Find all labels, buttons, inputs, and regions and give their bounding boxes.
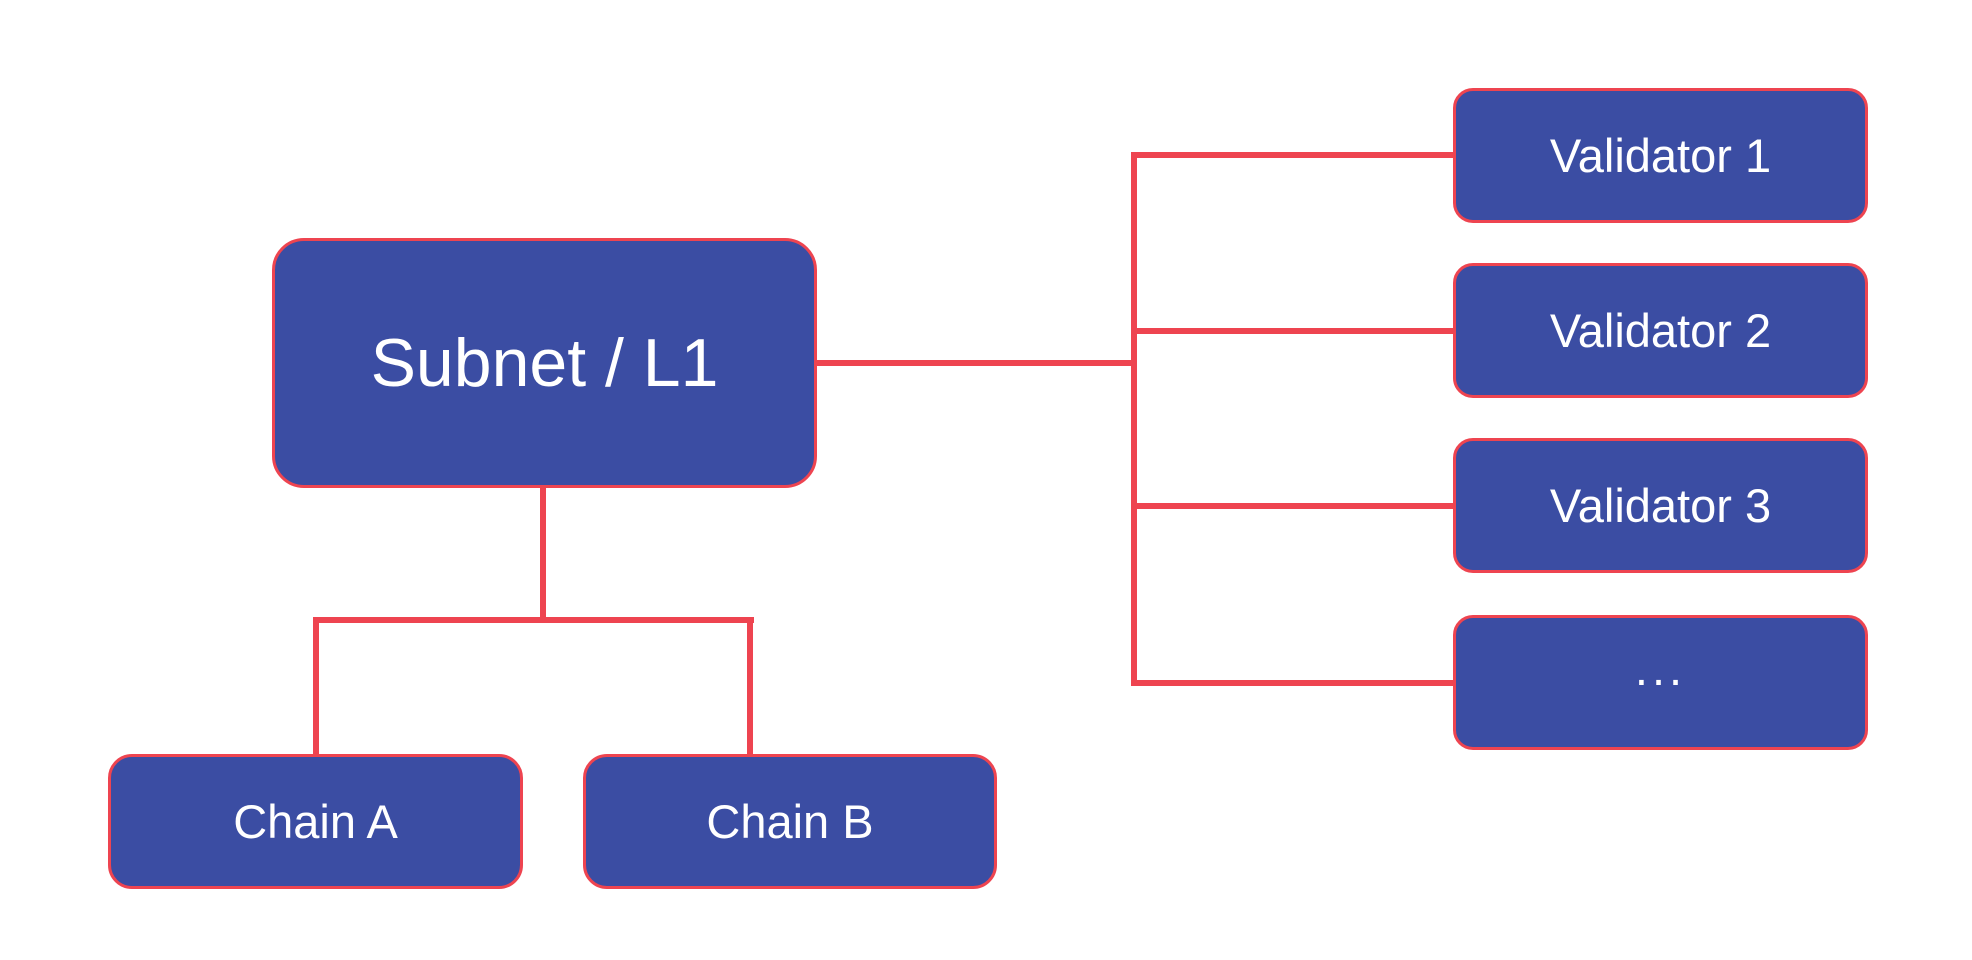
validator-3-node: Validator 3: [1453, 438, 1868, 573]
chain-b-node-label: Chain B: [706, 795, 874, 848]
subnet-node: Subnet / L1: [272, 238, 817, 488]
validator-1-node-label: Validator 1: [1549, 129, 1772, 182]
validator-ellipsis-node-label: ...: [1634, 642, 1687, 695]
connector-chains-bar: [313, 617, 754, 623]
connector-branch-validator-1: [1131, 152, 1453, 158]
connector-chain-b-drop: [747, 617, 753, 754]
connector-branch-validator-2: [1134, 328, 1453, 334]
validator-3-node-label: Validator 3: [1549, 479, 1772, 532]
validator-ellipsis-node: ...: [1453, 615, 1868, 750]
connector-chain-a-drop: [313, 617, 319, 754]
validator-1-node: Validator 1: [1453, 88, 1868, 223]
connector-subnet-drop: [540, 488, 546, 623]
subnet-node-label: Subnet / L1: [370, 325, 719, 401]
chain-a-node: Chain A: [108, 754, 523, 889]
validator-2-node-label: Validator 2: [1549, 304, 1772, 357]
validator-2-node: Validator 2: [1453, 263, 1868, 398]
chain-b-node: Chain B: [583, 754, 997, 889]
connector-subnet-to-spine: [816, 360, 1137, 366]
connector-branch-validator-ellipsis: [1131, 680, 1453, 686]
chain-a-node-label: Chain A: [233, 795, 398, 848]
connector-branch-validator-3: [1134, 503, 1453, 509]
connector-validator-spine: [1131, 152, 1137, 686]
